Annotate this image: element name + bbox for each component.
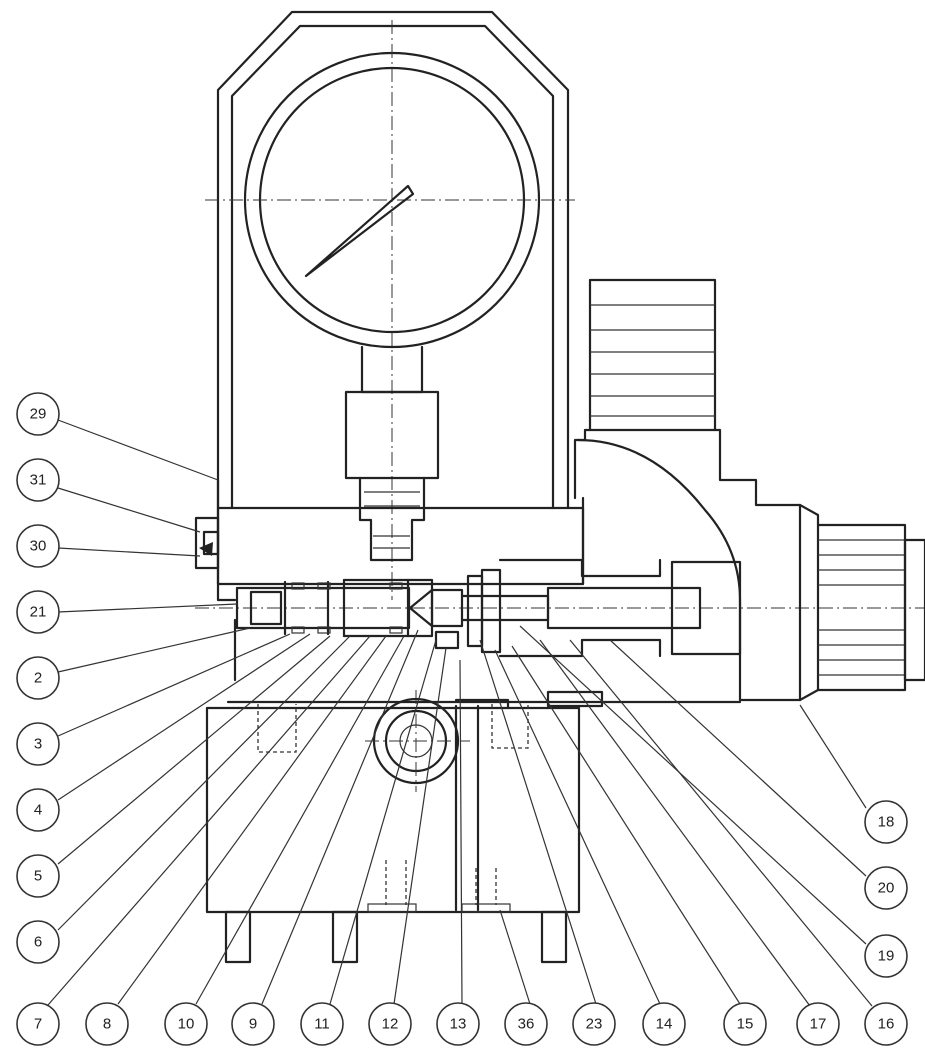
callout-label: 14: [656, 1016, 673, 1033]
callout-label: 9: [249, 1016, 257, 1033]
callout-circle: [864, 866, 908, 910]
callout-circle: [864, 1002, 908, 1046]
callout-11: 11: [300, 1002, 344, 1046]
callout-label: 29: [30, 406, 47, 423]
callout-circle: [164, 1002, 208, 1046]
callout-8: 8: [85, 1002, 129, 1046]
callout-2: 2: [16, 656, 60, 700]
callout-circle: [16, 656, 60, 700]
callout-label: 12: [382, 1016, 399, 1033]
callout-label: 10: [178, 1016, 195, 1033]
right-housing: [498, 428, 925, 708]
callout-circle: [796, 1002, 840, 1046]
callout-16: 16: [864, 1002, 908, 1046]
callout-label: 6: [34, 934, 42, 951]
main-body: [195, 478, 925, 682]
callout-circle: [16, 920, 60, 964]
callout-7: 7: [16, 1002, 60, 1046]
callout-circle: [16, 392, 60, 436]
gauge-housing: [216, 10, 570, 510]
callout-label: 30: [30, 538, 47, 555]
callout-circle: [864, 934, 908, 978]
callout-label: 23: [586, 1016, 603, 1033]
callout-circle: [642, 1002, 686, 1046]
callout-14: 14: [642, 1002, 686, 1046]
callout-label: 8: [103, 1016, 111, 1033]
callout-21: 21: [16, 590, 60, 634]
callout-3: 3: [16, 722, 60, 766]
callout-circle: [16, 722, 60, 766]
callout-label: 11: [314, 1016, 330, 1033]
callout-circle: [16, 788, 60, 832]
leader-lines: [47, 419, 873, 1007]
callout-circle: [368, 1002, 412, 1046]
callout-label: 17: [810, 1016, 827, 1033]
callout-label: 5: [34, 868, 42, 885]
callout-13: 13: [436, 1002, 480, 1046]
callout-5: 5: [16, 854, 60, 898]
callout-circle: [16, 854, 60, 898]
callout-12: 12: [368, 1002, 412, 1046]
callout-label: 20: [878, 880, 895, 897]
callout-circle: [16, 458, 60, 502]
callout-circle: [436, 1002, 480, 1046]
callout-circle: [864, 800, 908, 844]
callout-6: 6: [16, 920, 60, 964]
callout-label: 4: [34, 802, 42, 819]
callout-20: 20: [864, 866, 908, 910]
callout-label: 7: [34, 1016, 42, 1033]
callout-label: 16: [878, 1016, 895, 1033]
callout-circle: [16, 1002, 60, 1046]
callout-10: 10: [164, 1002, 208, 1046]
callout-circle: [572, 1002, 616, 1046]
callout-31: 31: [16, 458, 60, 502]
callout-label: 21: [30, 604, 47, 621]
callout-label: 18: [878, 814, 895, 831]
callout-label: 19: [878, 948, 895, 965]
side-screw: [194, 516, 220, 570]
callout-label: 15: [737, 1016, 754, 1033]
callout-label: 2: [34, 670, 42, 687]
hand-wheel: [588, 278, 717, 432]
callout-label: 31: [30, 472, 47, 489]
callout-circle: [231, 1002, 275, 1046]
callout-29: 29: [16, 392, 60, 436]
feet: [224, 910, 568, 964]
callout-15: 15: [723, 1002, 767, 1046]
callout-circle: [16, 524, 60, 568]
gauge-needle: [304, 184, 415, 278]
callout-36: 36: [504, 1002, 548, 1046]
callout-circle: [85, 1002, 129, 1046]
callout-23: 23: [572, 1002, 616, 1046]
callout-18: 18: [864, 800, 908, 844]
callout-30: 30: [16, 524, 60, 568]
callout-17: 17: [796, 1002, 840, 1046]
callout-19: 19: [864, 934, 908, 978]
callout-circle: [723, 1002, 767, 1046]
callout-label: 3: [34, 736, 42, 753]
callout-label: 36: [518, 1016, 535, 1033]
callout-circle: [16, 590, 60, 634]
pressure-gauge: [205, 20, 575, 600]
callout-label: 13: [450, 1016, 467, 1033]
callout-circle: [504, 1002, 548, 1046]
callout-4: 4: [16, 788, 60, 832]
callout-circle: [300, 1002, 344, 1046]
callout-9: 9: [231, 1002, 275, 1046]
